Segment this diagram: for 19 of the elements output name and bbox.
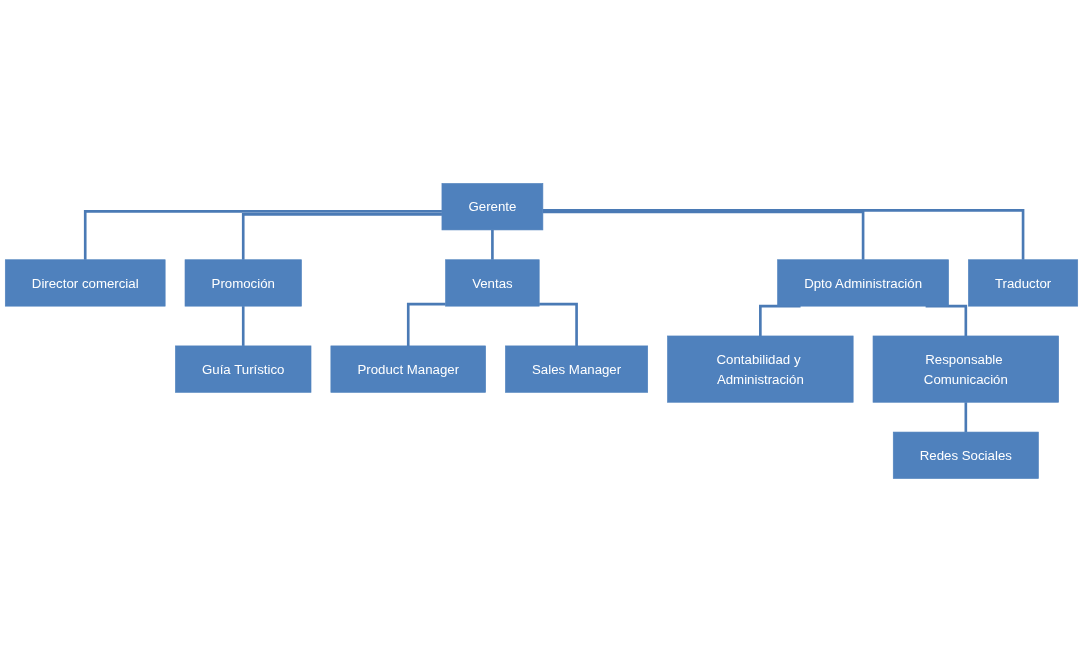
node-box: Contabilidad y Administración xyxy=(667,335,854,403)
node-box: Guía Turístico xyxy=(175,345,312,393)
connector xyxy=(83,210,442,260)
node-box: Sales Manager xyxy=(505,345,648,393)
node-box: Responsable Comunicación xyxy=(872,335,1059,403)
node-box: Product Manager xyxy=(330,345,486,393)
connector xyxy=(542,210,865,260)
connector xyxy=(539,302,578,346)
connector xyxy=(491,228,494,260)
connector xyxy=(241,213,442,260)
node-box: Traductor xyxy=(968,259,1079,307)
node-box: Redes Sociales xyxy=(892,431,1039,479)
node-box: Director comercial xyxy=(4,259,166,307)
connector xyxy=(542,209,1025,260)
connector xyxy=(406,302,446,346)
node-box: Promoción xyxy=(184,259,302,307)
node-box: Gerente xyxy=(441,183,544,231)
node-box: Ventas xyxy=(445,259,540,307)
node-box: Dpto Administración xyxy=(777,259,949,307)
